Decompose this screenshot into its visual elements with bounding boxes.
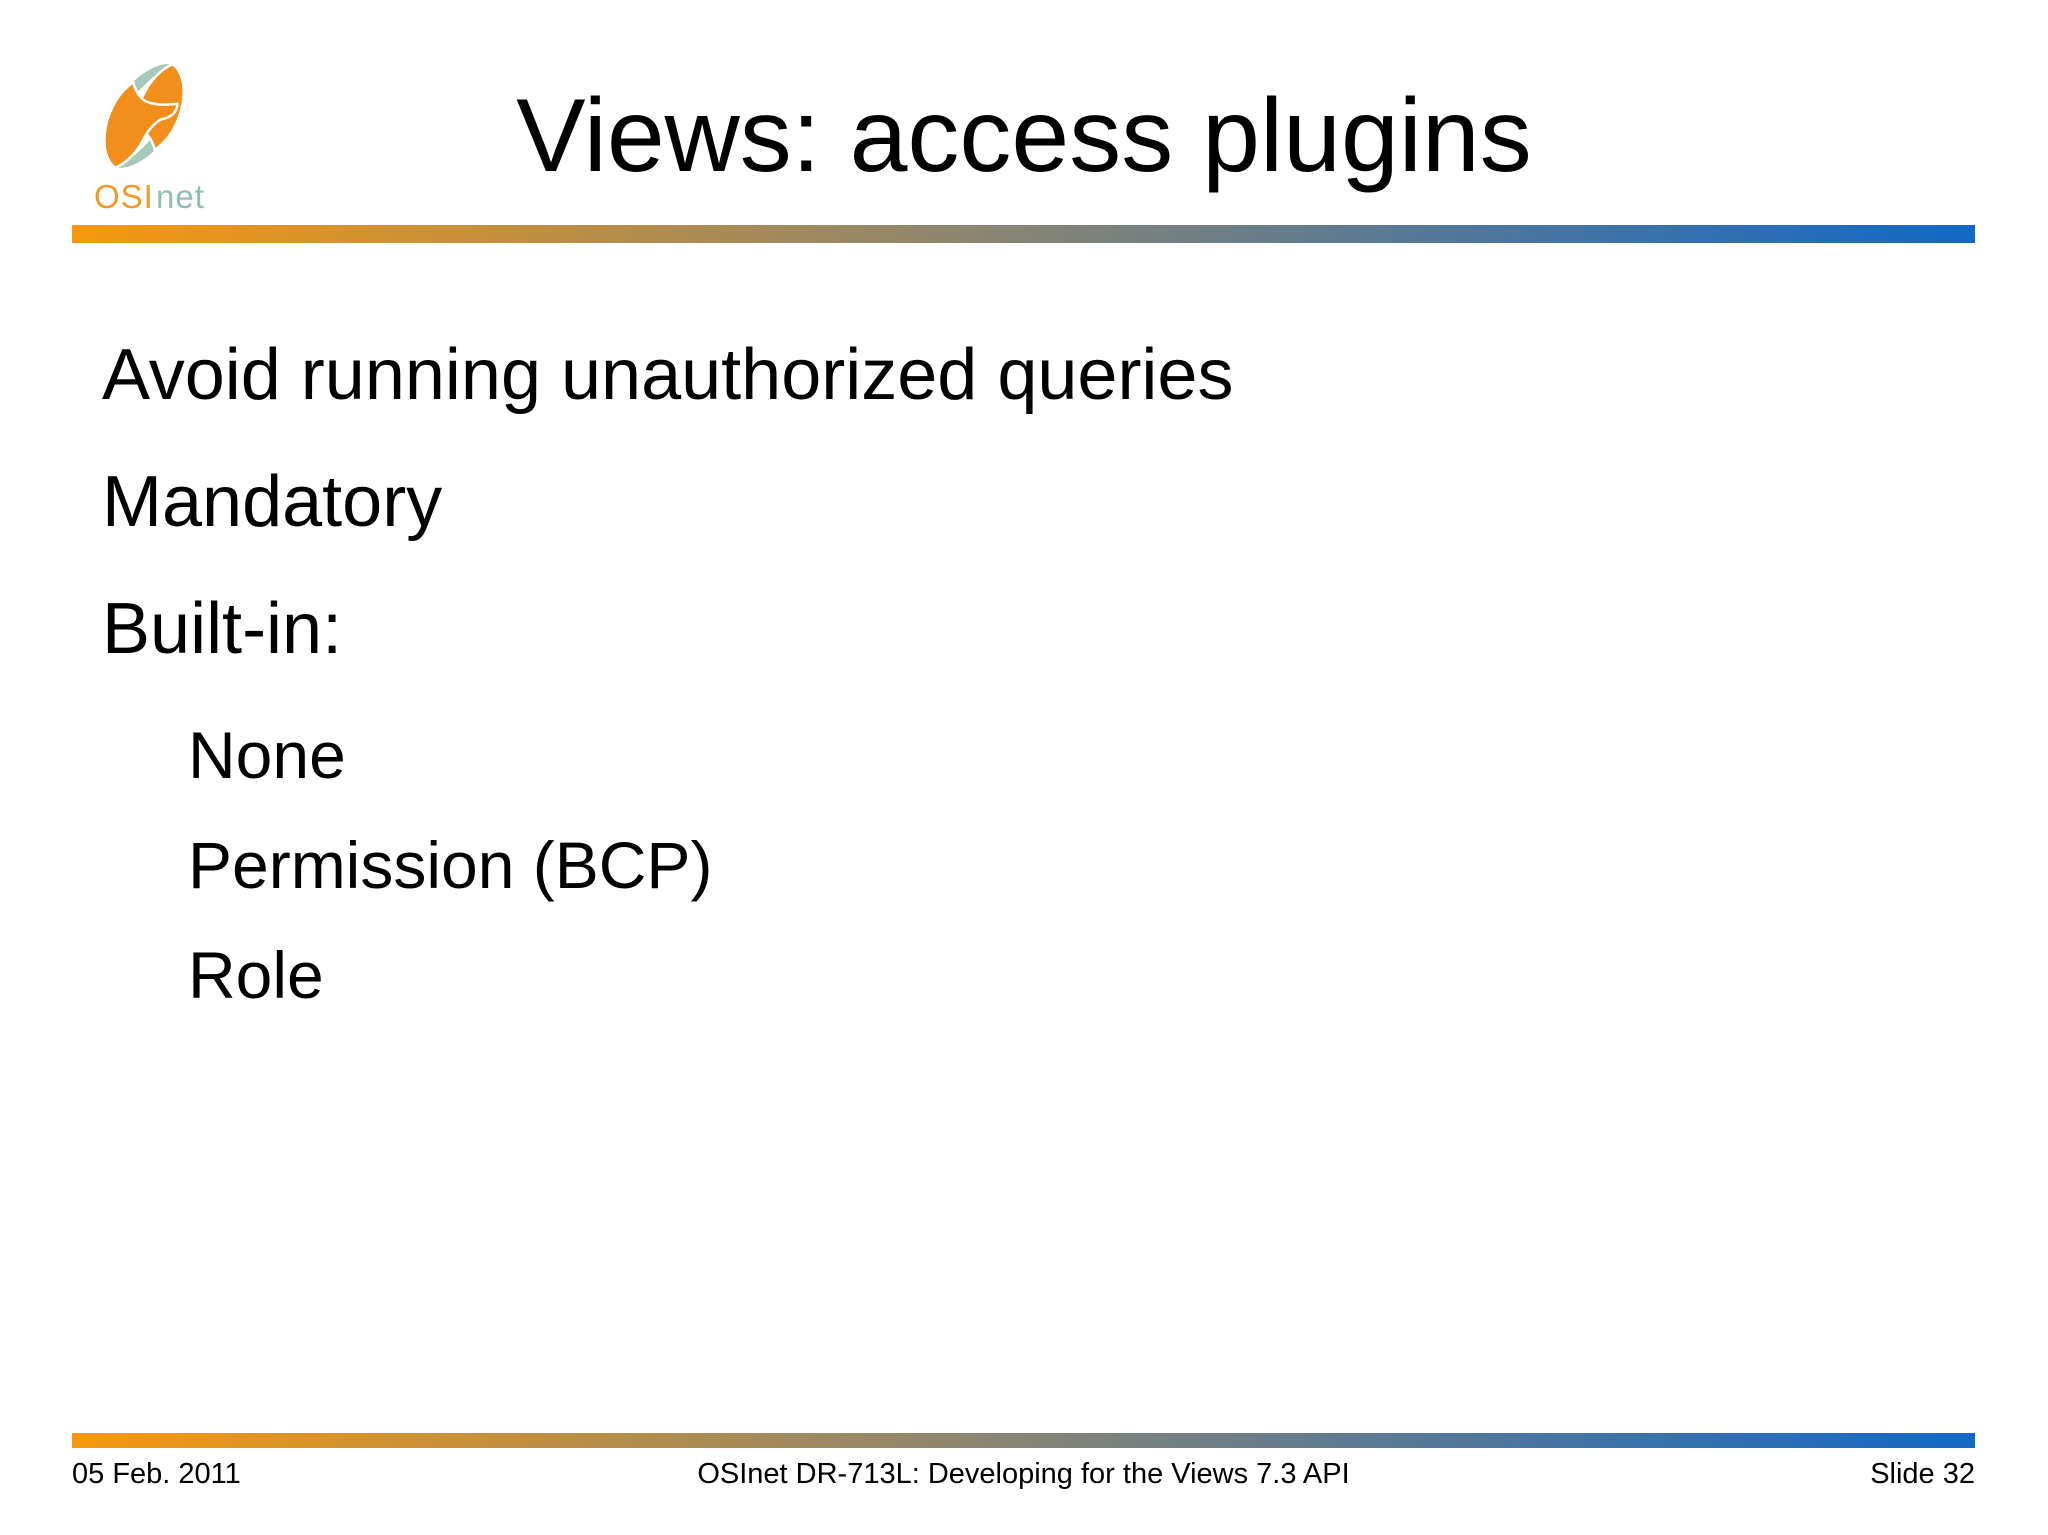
slide-title: Views: access plugins	[516, 78, 1532, 194]
outline-level1-item: Avoid running unauthorized queries	[102, 335, 1234, 415]
footer: 05 Feb. 2011 OSInet DR-713L: Developing …	[72, 1458, 1975, 1491]
logo-wordmark-osi: OSI	[94, 178, 154, 215]
outline-level1-item: Mandatory	[102, 462, 443, 542]
footer-slide-number: Slide 32	[1870, 1458, 1975, 1490]
outline-level2-item: None	[188, 718, 346, 792]
outline-level2-item: Permission (BCP)	[188, 828, 713, 902]
title-rule	[72, 225, 1975, 243]
outline-level1-item: Built-in:	[102, 589, 343, 669]
logo-wordmark-net: net	[156, 178, 204, 215]
osinet-logo: OSI net	[94, 62, 204, 215]
slide-body: Avoid running unauthorized queries Manda…	[102, 312, 1968, 1030]
logo-orange-lobe-bottom	[103, 80, 179, 169]
footer-date: 05 Feb. 2011	[72, 1458, 241, 1490]
outline-level2-group: None Permission (BCP) Role	[188, 700, 1968, 1030]
footer-deck-title: OSInet DR-713L: Developing for the Views…	[697, 1458, 1350, 1490]
footer-rule	[72, 1433, 1975, 1448]
osinet-logo-ellipse	[103, 62, 185, 170]
outline-level2-item: Role	[188, 938, 324, 1012]
